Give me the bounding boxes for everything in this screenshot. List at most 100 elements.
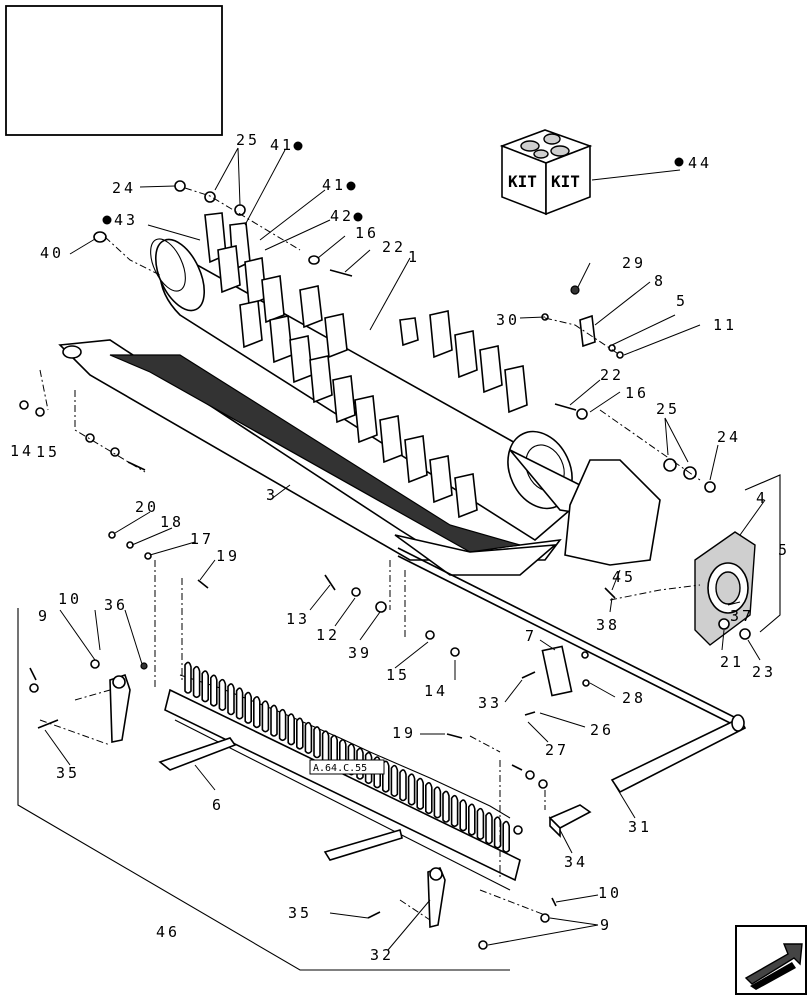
kit-left-label: KIT bbox=[508, 172, 537, 191]
callout-11: 11 bbox=[713, 316, 737, 334]
callout-43: 43 bbox=[114, 211, 138, 229]
callout-12: 12 bbox=[316, 626, 340, 644]
floor-plate bbox=[58, 339, 562, 576]
callout-16: 16 bbox=[355, 224, 379, 242]
callout-21: 21 bbox=[720, 653, 744, 671]
callout-33: 33 bbox=[478, 694, 502, 712]
rake-finger bbox=[210, 674, 218, 707]
linkage-rod bbox=[397, 547, 747, 794]
rake-finger bbox=[253, 696, 261, 729]
callout-labels: 25 41 24 41 42 43 40 16 22 1 29 8 30 5 1… bbox=[10, 131, 790, 964]
rake-finger bbox=[433, 786, 442, 819]
callout-16: 16 bbox=[625, 384, 649, 402]
hardware bbox=[19, 180, 751, 950]
title-block-frame bbox=[5, 5, 223, 136]
callout-19: 19 bbox=[392, 724, 416, 742]
rake-finger bbox=[399, 769, 407, 802]
next-page-arrow-icon[interactable] bbox=[735, 925, 807, 995]
callout-45: 45 bbox=[612, 568, 636, 586]
callout-18: 18 bbox=[160, 513, 184, 531]
callout-19: 19 bbox=[216, 547, 240, 565]
callout-46: 46 bbox=[156, 923, 180, 941]
rake-finger bbox=[468, 803, 476, 836]
callout-5: 5 bbox=[778, 541, 790, 559]
rake-finger bbox=[287, 713, 295, 746]
rake-finger bbox=[321, 730, 330, 763]
rotor-knives bbox=[204, 212, 528, 519]
callout-13: 13 bbox=[286, 610, 310, 628]
mount-plate bbox=[541, 645, 573, 697]
callout-29: 29 bbox=[622, 254, 646, 272]
callout-27: 27 bbox=[545, 741, 569, 759]
rake-finger bbox=[416, 777, 424, 810]
callout-23: 23 bbox=[752, 663, 776, 681]
bearing-housing bbox=[694, 531, 756, 646]
callout-36: 36 bbox=[104, 596, 128, 614]
reference-label[interactable]: A.64.C.55 bbox=[313, 763, 367, 774]
side-bracket bbox=[564, 459, 661, 566]
callout-41: 41 bbox=[270, 136, 294, 154]
spring-rod-6 bbox=[158, 737, 237, 771]
rake-finger bbox=[296, 717, 304, 750]
callout-9: 9 bbox=[38, 607, 50, 625]
kit-right-label: KIT bbox=[551, 172, 580, 191]
rake-finger bbox=[201, 670, 209, 703]
callout-24: 24 bbox=[717, 428, 741, 446]
rake-finger bbox=[313, 726, 321, 759]
rake-finger bbox=[502, 820, 510, 853]
rake-finger bbox=[218, 678, 227, 711]
callout-26: 26 bbox=[590, 721, 614, 739]
kit-bullet-dots bbox=[102, 141, 684, 225]
rake-finger bbox=[244, 691, 252, 724]
callout-20: 20 bbox=[135, 498, 159, 516]
lever-arm-right bbox=[427, 867, 446, 929]
callout-35: 35 bbox=[56, 764, 80, 782]
callout-34: 34 bbox=[564, 853, 588, 871]
callout-30: 30 bbox=[496, 311, 520, 329]
rake-finger bbox=[278, 708, 287, 742]
rake-finger bbox=[304, 721, 313, 754]
callout-32: 32 bbox=[370, 946, 394, 964]
callout-40: 40 bbox=[40, 244, 64, 262]
assembly-bracket-46 bbox=[17, 608, 510, 971]
callout-28: 28 bbox=[622, 689, 646, 707]
assembly-bracket-5 bbox=[744, 474, 781, 633]
rake-finger bbox=[450, 794, 459, 828]
rake-finger bbox=[459, 799, 467, 832]
kit-box-icon: KIT KIT bbox=[499, 129, 593, 216]
callout-4: 4 bbox=[756, 489, 768, 507]
callout-39: 39 bbox=[348, 644, 372, 662]
rake-finger bbox=[493, 816, 502, 849]
callout-25: 25 bbox=[236, 131, 260, 149]
callout-14: 14 bbox=[10, 442, 34, 460]
rake-finger bbox=[485, 812, 493, 845]
callout-41: 41 bbox=[322, 176, 346, 194]
callout-9: 9 bbox=[600, 916, 612, 934]
callout-44: 44 bbox=[688, 154, 712, 172]
callout-15: 15 bbox=[386, 666, 410, 684]
rake-finger bbox=[235, 687, 244, 720]
callout-1: 1 bbox=[408, 248, 420, 266]
callout-42: 42 bbox=[330, 207, 354, 225]
callout-8: 8 bbox=[654, 272, 666, 290]
rake-finger bbox=[390, 764, 399, 797]
callout-3: 3 bbox=[266, 486, 278, 504]
callout-7: 7 bbox=[525, 627, 537, 645]
callout-24: 24 bbox=[112, 179, 136, 197]
callout-37: 37 bbox=[730, 607, 754, 625]
callout-10: 10 bbox=[58, 590, 82, 608]
callout-6: 6 bbox=[212, 796, 224, 814]
rake-finger bbox=[407, 773, 416, 806]
rake-finger bbox=[425, 782, 433, 815]
callout-35: 35 bbox=[288, 904, 312, 922]
callout-22: 22 bbox=[600, 366, 624, 384]
callout-10: 10 bbox=[598, 884, 622, 902]
callout-5: 5 bbox=[676, 292, 688, 310]
reference-box bbox=[309, 759, 385, 775]
rake-fingers bbox=[184, 661, 510, 853]
rake-finger bbox=[476, 807, 485, 840]
leader-lines bbox=[44, 147, 766, 951]
callout-17: 17 bbox=[190, 530, 214, 548]
